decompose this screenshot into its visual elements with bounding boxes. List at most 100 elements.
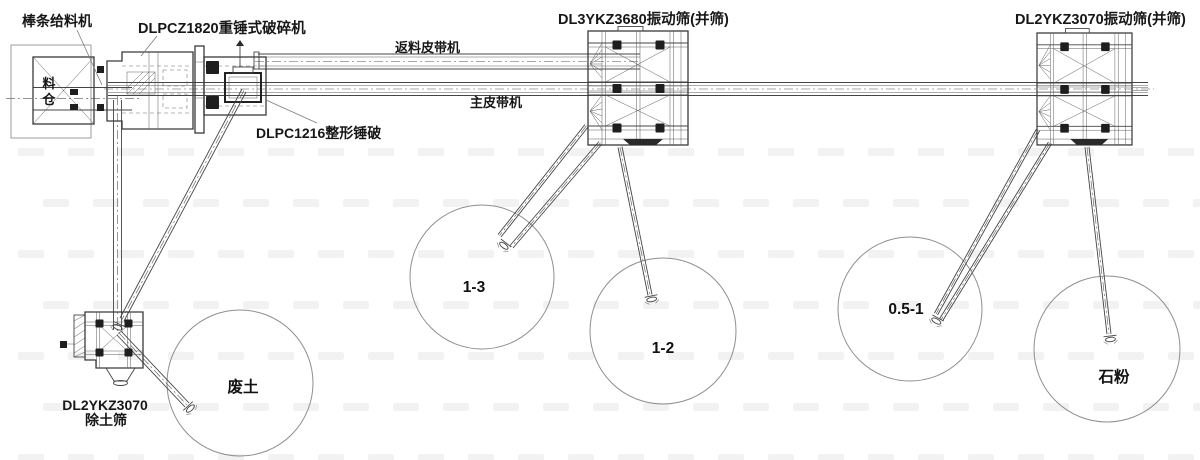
watermark-spot [1068, 454, 1094, 460]
watermark-spot [518, 250, 544, 258]
shaping-crusher-label: DLPC1216整形锤破 [256, 125, 381, 141]
watermark-spot [393, 301, 419, 309]
watermark-spot [968, 250, 994, 258]
watermark-spot [968, 454, 994, 460]
watermark-spot [318, 352, 344, 360]
watermark-spot [668, 352, 694, 360]
watermark-spot [1193, 301, 1200, 309]
watermark-spot [1143, 301, 1169, 309]
watermark-spot [93, 199, 119, 207]
watermark-spot [443, 301, 469, 309]
watermark-spot [468, 250, 494, 258]
watermark-spot [293, 301, 319, 309]
watermark-spot [593, 199, 619, 207]
watermark-spot [268, 352, 294, 360]
chute-screen2-to-0.5-1 [927, 128, 1052, 329]
watermark-spot [568, 250, 594, 258]
watermark-spot [643, 199, 669, 207]
watermark-spot [843, 301, 869, 309]
watermark-spot [1118, 148, 1144, 156]
watermark-spot [1168, 454, 1194, 460]
watermark-spot [268, 454, 294, 460]
watermark-spot [1018, 250, 1044, 258]
watermark-spot [943, 301, 969, 309]
watermark-spot [418, 454, 444, 460]
watermark-spot [168, 454, 194, 460]
watermark-spot [293, 199, 319, 207]
watermark-spot [793, 301, 819, 309]
watermark-spot [768, 250, 794, 258]
watermark-spot [518, 352, 544, 360]
watermark-spot [343, 301, 369, 309]
watermark-spot [693, 301, 719, 309]
watermark-spot [768, 352, 794, 360]
watermark-spot [818, 352, 844, 360]
watermark-spot [118, 454, 144, 460]
stockpile-circle-1-2 [589, 257, 737, 405]
stockpile-circle-0.5-1 [837, 236, 983, 382]
watermark-spot [18, 454, 44, 460]
watermark-spot [743, 199, 769, 207]
watermark-spot [143, 301, 169, 309]
stockpile-circle-1-3 [409, 204, 555, 350]
watermark-spot [318, 148, 344, 156]
watermark-spot [418, 250, 444, 258]
watermark-spot [868, 454, 894, 460]
watermark-spot [493, 199, 519, 207]
watermark-spot [668, 250, 694, 258]
watermark-spot [1018, 148, 1044, 156]
watermark-spot [93, 403, 119, 411]
watermark-spot [493, 301, 519, 309]
stockpile-circle-stone-powder [1033, 275, 1181, 423]
watermark-spot [1168, 250, 1194, 258]
watermark-spot [1168, 352, 1194, 360]
watermark-spot [693, 199, 719, 207]
watermark-spot [218, 454, 244, 460]
leader-primary-crusher [140, 35, 158, 57]
watermark-spot [1118, 454, 1144, 460]
chute-crusher-to-soil-screen-vertical [113, 96, 122, 332]
stockpile-label-1-2: 1-2 [652, 340, 674, 357]
watermark-spot [643, 403, 669, 411]
watermark-spot [768, 148, 794, 156]
watermark-spot [893, 301, 919, 309]
watermark-spot [318, 250, 344, 258]
watermark-spot [18, 148, 44, 156]
watermark-spot [918, 148, 944, 156]
vibrating-screen-2 [1036, 27, 1148, 146]
watermark-spot [943, 199, 969, 207]
shaping-crusher [203, 40, 267, 116]
soil-screen [60, 311, 144, 386]
watermark-spot [843, 199, 869, 207]
watermark-spot [993, 199, 1019, 207]
watermark-spot [368, 454, 394, 460]
main-belt-conveyor [104, 82, 1154, 96]
watermark-spot [168, 148, 194, 156]
watermark-spot [1093, 199, 1119, 207]
watermark-spot [1093, 403, 1119, 411]
watermark-spot [43, 301, 69, 309]
watermark-spot [218, 352, 244, 360]
leader-shaping-crusher [265, 99, 318, 124]
watermark-spot [1068, 250, 1094, 258]
watermark-spot [818, 454, 844, 460]
watermark-spot [118, 250, 144, 258]
watermark-spot [218, 148, 244, 156]
watermark-spot [793, 403, 819, 411]
vibrating-screen-1 [587, 25, 689, 146]
watermark-spot [443, 199, 469, 207]
watermark-spot [793, 199, 819, 207]
watermark-spot [1143, 403, 1169, 411]
watermark-spot [218, 250, 244, 258]
watermark-spot [993, 403, 1019, 411]
watermark-spot [918, 250, 944, 258]
chute-soil-screen-to-waste [116, 330, 200, 418]
watermark-spot [93, 301, 119, 309]
watermark-spot [193, 301, 219, 309]
watermark-spot [1143, 199, 1169, 207]
watermark-spot [718, 352, 744, 360]
watermark-spot [643, 301, 669, 309]
watermark-spot [18, 250, 44, 258]
watermark-spot [343, 403, 369, 411]
